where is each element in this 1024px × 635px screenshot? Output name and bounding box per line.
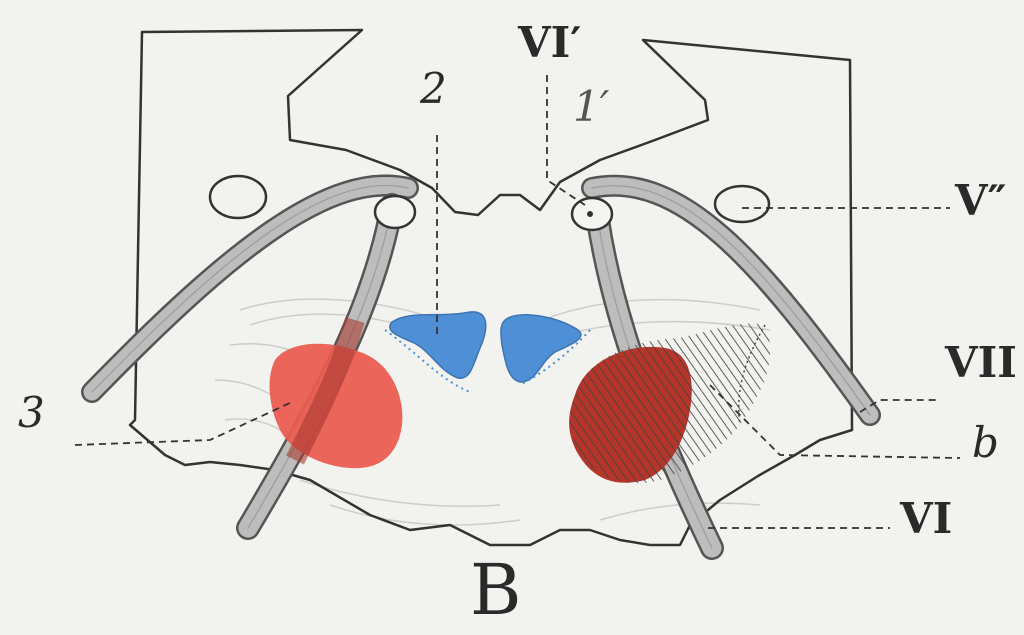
label-v-double-prime: V″ xyxy=(955,180,1006,222)
section-outline xyxy=(130,30,852,545)
label-b: b xyxy=(972,422,999,464)
label-one-prime: 1′ xyxy=(573,86,609,128)
left-genu xyxy=(375,196,415,228)
figure-letter: B xyxy=(470,555,521,625)
label-vi-prime: VI′ xyxy=(518,22,581,64)
label-vii: VII xyxy=(945,342,1017,384)
label-vi: VI xyxy=(900,498,952,540)
left-foramen xyxy=(210,176,266,218)
label-three: 3 xyxy=(18,392,45,434)
leader-3 xyxy=(75,402,292,445)
label-two: 2 xyxy=(420,68,447,110)
hatched-area-b xyxy=(570,323,770,483)
leader-lines xyxy=(75,75,960,528)
right-blue-nucleus xyxy=(501,315,581,382)
v-double-prime-oval xyxy=(715,186,769,222)
